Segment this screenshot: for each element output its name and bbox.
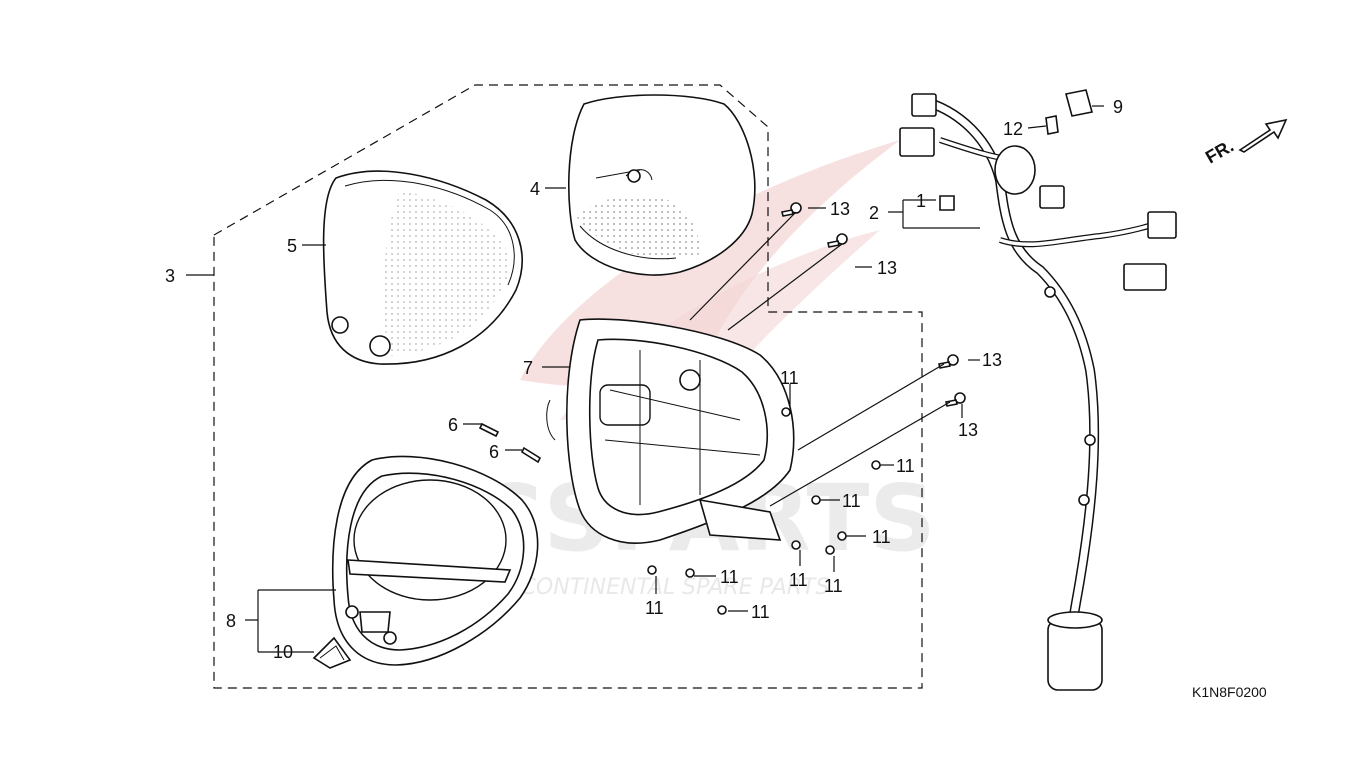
callout-9: 9	[1113, 97, 1123, 117]
callout-11g: 11	[645, 598, 664, 618]
callout-13a: 13	[830, 199, 850, 219]
screw-11-parts	[647, 407, 881, 615]
leader-lines	[186, 105, 1104, 653]
callout-11e: 11	[789, 570, 808, 590]
callout-2: 2	[869, 203, 879, 223]
callout-7: 7	[523, 358, 533, 378]
screw-6-parts	[478, 422, 542, 464]
callout-3: 3	[165, 266, 175, 286]
callout-11c: 11	[842, 491, 861, 511]
front-arrow-icon	[1238, 118, 1288, 153]
callout-11f: 11	[824, 576, 843, 596]
diagram-code: K1N8F0200	[1192, 684, 1267, 700]
callout-12: 12	[1003, 119, 1023, 139]
meter-lens-part	[322, 170, 523, 365]
assembly-boundary-dashed	[213, 84, 923, 689]
front-direction-indicator: FR.	[1202, 118, 1288, 168]
callout-1: 1	[916, 191, 926, 211]
wire-harness-part	[899, 93, 1177, 691]
callout-labels: 3 5 4 7 6 6 8 10 2 1 12 9 13 13 13 13 11…	[165, 97, 1123, 662]
front-direction-label: FR.	[1202, 136, 1237, 168]
meter-cover-part	[332, 455, 539, 666]
bulb-part-12	[1045, 115, 1059, 135]
meter-case-part	[546, 318, 795, 544]
callout-6a: 6	[448, 415, 458, 435]
callout-5: 5	[287, 236, 297, 256]
callout-11a: 11	[780, 368, 799, 388]
emblem-part	[312, 636, 352, 669]
callout-11h: 11	[720, 567, 739, 587]
callout-10: 10	[273, 642, 293, 662]
callout-11d: 11	[872, 527, 891, 547]
callout-13b: 13	[877, 258, 897, 278]
callout-11b: 11	[896, 456, 915, 476]
callout-8: 8	[226, 611, 236, 631]
screw-13-parts	[781, 202, 966, 407]
bulb-socket-part-1	[939, 195, 955, 211]
callout-6b: 6	[489, 442, 499, 462]
callout-11i: 11	[751, 602, 770, 622]
callout-13c: 13	[982, 350, 1002, 370]
callout-13d: 13	[958, 420, 978, 440]
socket-part-9	[1065, 89, 1093, 117]
callout-4: 4	[530, 179, 540, 199]
meter-unit-part	[567, 94, 756, 276]
